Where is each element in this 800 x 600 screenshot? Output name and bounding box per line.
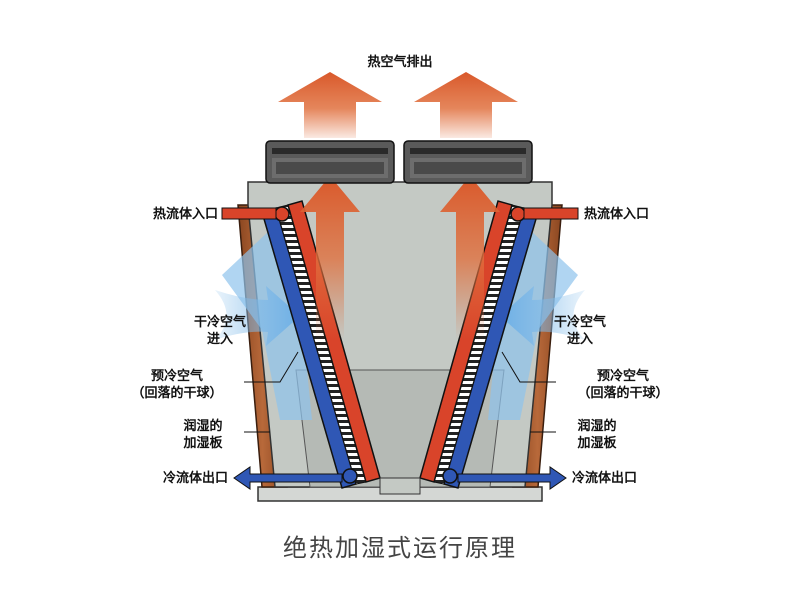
center-bottom-block [379, 477, 421, 495]
hot-fluid-inlet-label-right: 热流体入口 [584, 207, 650, 222]
hot-air-exhaust-label: 热空气排出 [367, 55, 433, 70]
hot-air-arrow-inner-left [300, 176, 360, 340]
cold-fluid-outlet-arrow-left [233, 466, 343, 490]
fan-left [265, 140, 395, 184]
leader-precooled-right [501, 351, 556, 383]
coil-left [261, 200, 381, 489]
precooled-air-label-left: 预冷空气 （回落的干球） [131, 369, 223, 401]
hot-fluid-inlet-label-left: 热流体入口 [152, 207, 218, 222]
diagram-caption: 绝热加湿式运行原理 [283, 534, 517, 562]
cold-air-arrow-left [215, 286, 300, 346]
dry-cold-air-label-right: 干冷空气 进入 [553, 315, 606, 347]
precooled-air-label-right: 预冷空气 （回落的干球） [577, 369, 669, 401]
hot-fluid-inlet-arrow-right [523, 207, 579, 220]
hot-air-exhaust-arrow-left [278, 72, 382, 138]
coil-right [419, 200, 539, 489]
wet-pad-label-left: 润湿的 加湿板 [183, 419, 223, 451]
fan-right [403, 140, 533, 184]
hot-air-arrow-inner-right [440, 176, 500, 340]
cold-air-arrow-right [500, 286, 585, 346]
wet-pad-label-right: 润湿的 加湿板 [577, 419, 617, 451]
dry-cold-air-label-left: 干冷空气 进入 [193, 315, 246, 347]
cold-fluid-outlet-label-left: 冷流体出口 [162, 471, 228, 486]
leader-precooled-left [244, 351, 299, 383]
cold-fluid-outlet-arrow-right [457, 466, 567, 490]
hot-fluid-inlet-arrow-left [221, 207, 277, 220]
hot-air-exhaust-arrow-right [414, 72, 518, 138]
cold-fluid-outlet-label-right: 冷流体出口 [572, 471, 638, 486]
